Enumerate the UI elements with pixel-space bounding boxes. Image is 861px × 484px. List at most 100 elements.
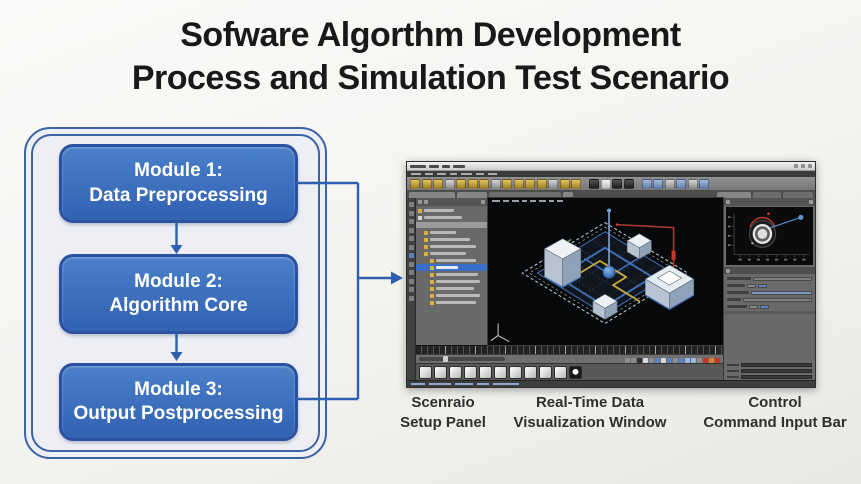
tool-palette-icon[interactable]	[408, 295, 414, 301]
playback-button-dark[interactable]	[637, 358, 642, 363]
menu-item[interactable]	[488, 173, 497, 175]
playback-button-gray[interactable]	[625, 358, 630, 363]
scene-tree-item-selected[interactable]	[416, 264, 487, 271]
viewport-menu-item[interactable]	[539, 200, 546, 202]
toolbar-icon-amber[interactable]	[571, 178, 581, 189]
scene-tree-item[interactable]	[416, 207, 487, 214]
toolbar-icon-gray[interactable]	[444, 178, 455, 189]
realtime-visualization-viewport[interactable]	[487, 197, 724, 346]
material-thumbnail[interactable]	[464, 365, 477, 379]
material-thumbnail[interactable]	[539, 365, 552, 379]
tree-panel-header[interactable]	[416, 198, 487, 206]
coordinate-field[interactable]	[741, 369, 812, 373]
viewport-menu-item[interactable]	[549, 200, 554, 202]
playback-button-blue[interactable]	[667, 358, 672, 363]
toolbar-icon-blue[interactable]	[653, 178, 663, 189]
view-tab[interactable]	[783, 192, 813, 198]
menu-item[interactable]	[425, 173, 433, 175]
tool-palette-icon[interactable]	[408, 244, 414, 250]
menu-item[interactable]	[450, 173, 457, 175]
layout-tab-row[interactable]	[407, 191, 815, 198]
coordinate-field[interactable]	[741, 363, 812, 367]
playback-button-light[interactable]	[661, 358, 666, 363]
toolbar-icon-amber[interactable]	[467, 178, 478, 189]
tool-palette-icon[interactable]	[408, 253, 414, 258]
window-titlebar[interactable]	[407, 162, 815, 171]
toolbar-icon-amber[interactable]	[456, 178, 466, 189]
playback-button-red[interactable]	[715, 358, 720, 363]
toolbar-icon-amber[interactable]	[421, 178, 432, 189]
timeline-slider[interactable]	[419, 356, 505, 362]
tool-palette-icon[interactable]	[408, 202, 414, 207]
playback-button-light[interactable]	[643, 358, 648, 363]
tool-palette-icon[interactable]	[408, 219, 414, 224]
scene-tree-item[interactable]	[416, 250, 487, 257]
toolbar-icon-blue[interactable]	[676, 178, 686, 189]
main-toolbar[interactable]	[407, 177, 815, 191]
view-tab[interactable]	[753, 192, 781, 198]
tree-header-menu-icon[interactable]	[481, 200, 485, 204]
toolbar-icon-dark[interactable]	[612, 178, 622, 189]
menu-item[interactable]	[411, 173, 421, 175]
toolbar-icon-amber[interactable]	[559, 178, 570, 189]
scene-tree-item[interactable]	[416, 299, 487, 306]
toolbar-icon-blue[interactable]	[699, 178, 709, 189]
scene-tree-item[interactable]	[416, 278, 487, 285]
material-thumbnail[interactable]	[509, 365, 522, 379]
close-icon[interactable]	[808, 164, 812, 168]
viewport-menu-item[interactable]	[512, 200, 519, 202]
property-chip-active[interactable]	[760, 304, 769, 309]
tool-palette-icon[interactable]	[408, 227, 414, 233]
view-tab[interactable]	[563, 192, 573, 198]
view-tab[interactable]	[717, 192, 751, 198]
toolbar-icon-gray[interactable]	[687, 178, 698, 189]
playback-button-gray[interactable]	[673, 358, 678, 363]
property-chip-active[interactable]	[758, 283, 767, 288]
maximize-icon[interactable]	[801, 164, 805, 168]
material-thumbnail[interactable]	[554, 365, 567, 379]
view-tab[interactable]	[457, 192, 487, 198]
toolbar-icon-amber[interactable]	[502, 178, 512, 189]
right-panel-header[interactable]	[724, 198, 815, 206]
toolbar-icon-amber[interactable]	[479, 178, 489, 189]
menu-item[interactable]	[476, 173, 484, 175]
coordinate-field[interactable]	[741, 375, 812, 379]
tool-palette-icon[interactable]	[408, 261, 414, 267]
property-chip[interactable]	[747, 283, 756, 288]
playback-button-red[interactable]	[703, 358, 708, 363]
toolbar-icon-dark[interactable]	[623, 178, 634, 189]
material-thumbnail[interactable]	[419, 365, 432, 379]
playback-button-orange[interactable]	[709, 358, 714, 363]
material-thumbnail[interactable]	[434, 365, 447, 379]
viewport-menu-item[interactable]	[492, 200, 500, 202]
tool-palette-icon[interactable]	[408, 287, 414, 292]
material-thumbnail[interactable]	[494, 365, 507, 379]
toolbar-icon-amber[interactable]	[525, 178, 535, 189]
section-expand-icon[interactable]	[726, 268, 730, 273]
tool-palette-icon[interactable]	[408, 270, 414, 275]
material-thumbnail[interactable]	[479, 365, 492, 379]
menu-item[interactable]	[461, 173, 472, 175]
playback-button-gray[interactable]	[649, 358, 654, 363]
playback-button-blue[interactable]	[655, 358, 660, 363]
scene-tree-item[interactable]	[416, 271, 487, 278]
scene-tree-item[interactable]	[416, 229, 487, 236]
scene-tree-item[interactable]	[416, 214, 487, 221]
scene-tree-item[interactable]	[416, 236, 487, 243]
viewport-menu-item[interactable]	[530, 200, 536, 202]
tool-palette-strip[interactable]	[407, 198, 416, 380]
viewport-menu-item[interactable]	[522, 200, 527, 202]
toolbar-icon-blue[interactable]	[641, 178, 652, 189]
property-field[interactable]	[753, 276, 812, 281]
toolbar-icon-gray[interactable]	[490, 178, 501, 189]
material-thumbnail[interactable]	[449, 365, 462, 379]
panel-menu-icon[interactable]	[809, 200, 813, 204]
property-field[interactable]	[743, 297, 812, 302]
playback-button-blue[interactable]	[679, 358, 684, 363]
toolbar-icon-light[interactable]	[600, 178, 611, 189]
slider-handle[interactable]	[443, 356, 449, 362]
properties-section-header[interactable]	[724, 267, 815, 274]
scene-tree-item[interactable]	[416, 243, 487, 250]
view-tab[interactable]	[489, 192, 561, 198]
playback-button-gray[interactable]	[631, 358, 636, 363]
